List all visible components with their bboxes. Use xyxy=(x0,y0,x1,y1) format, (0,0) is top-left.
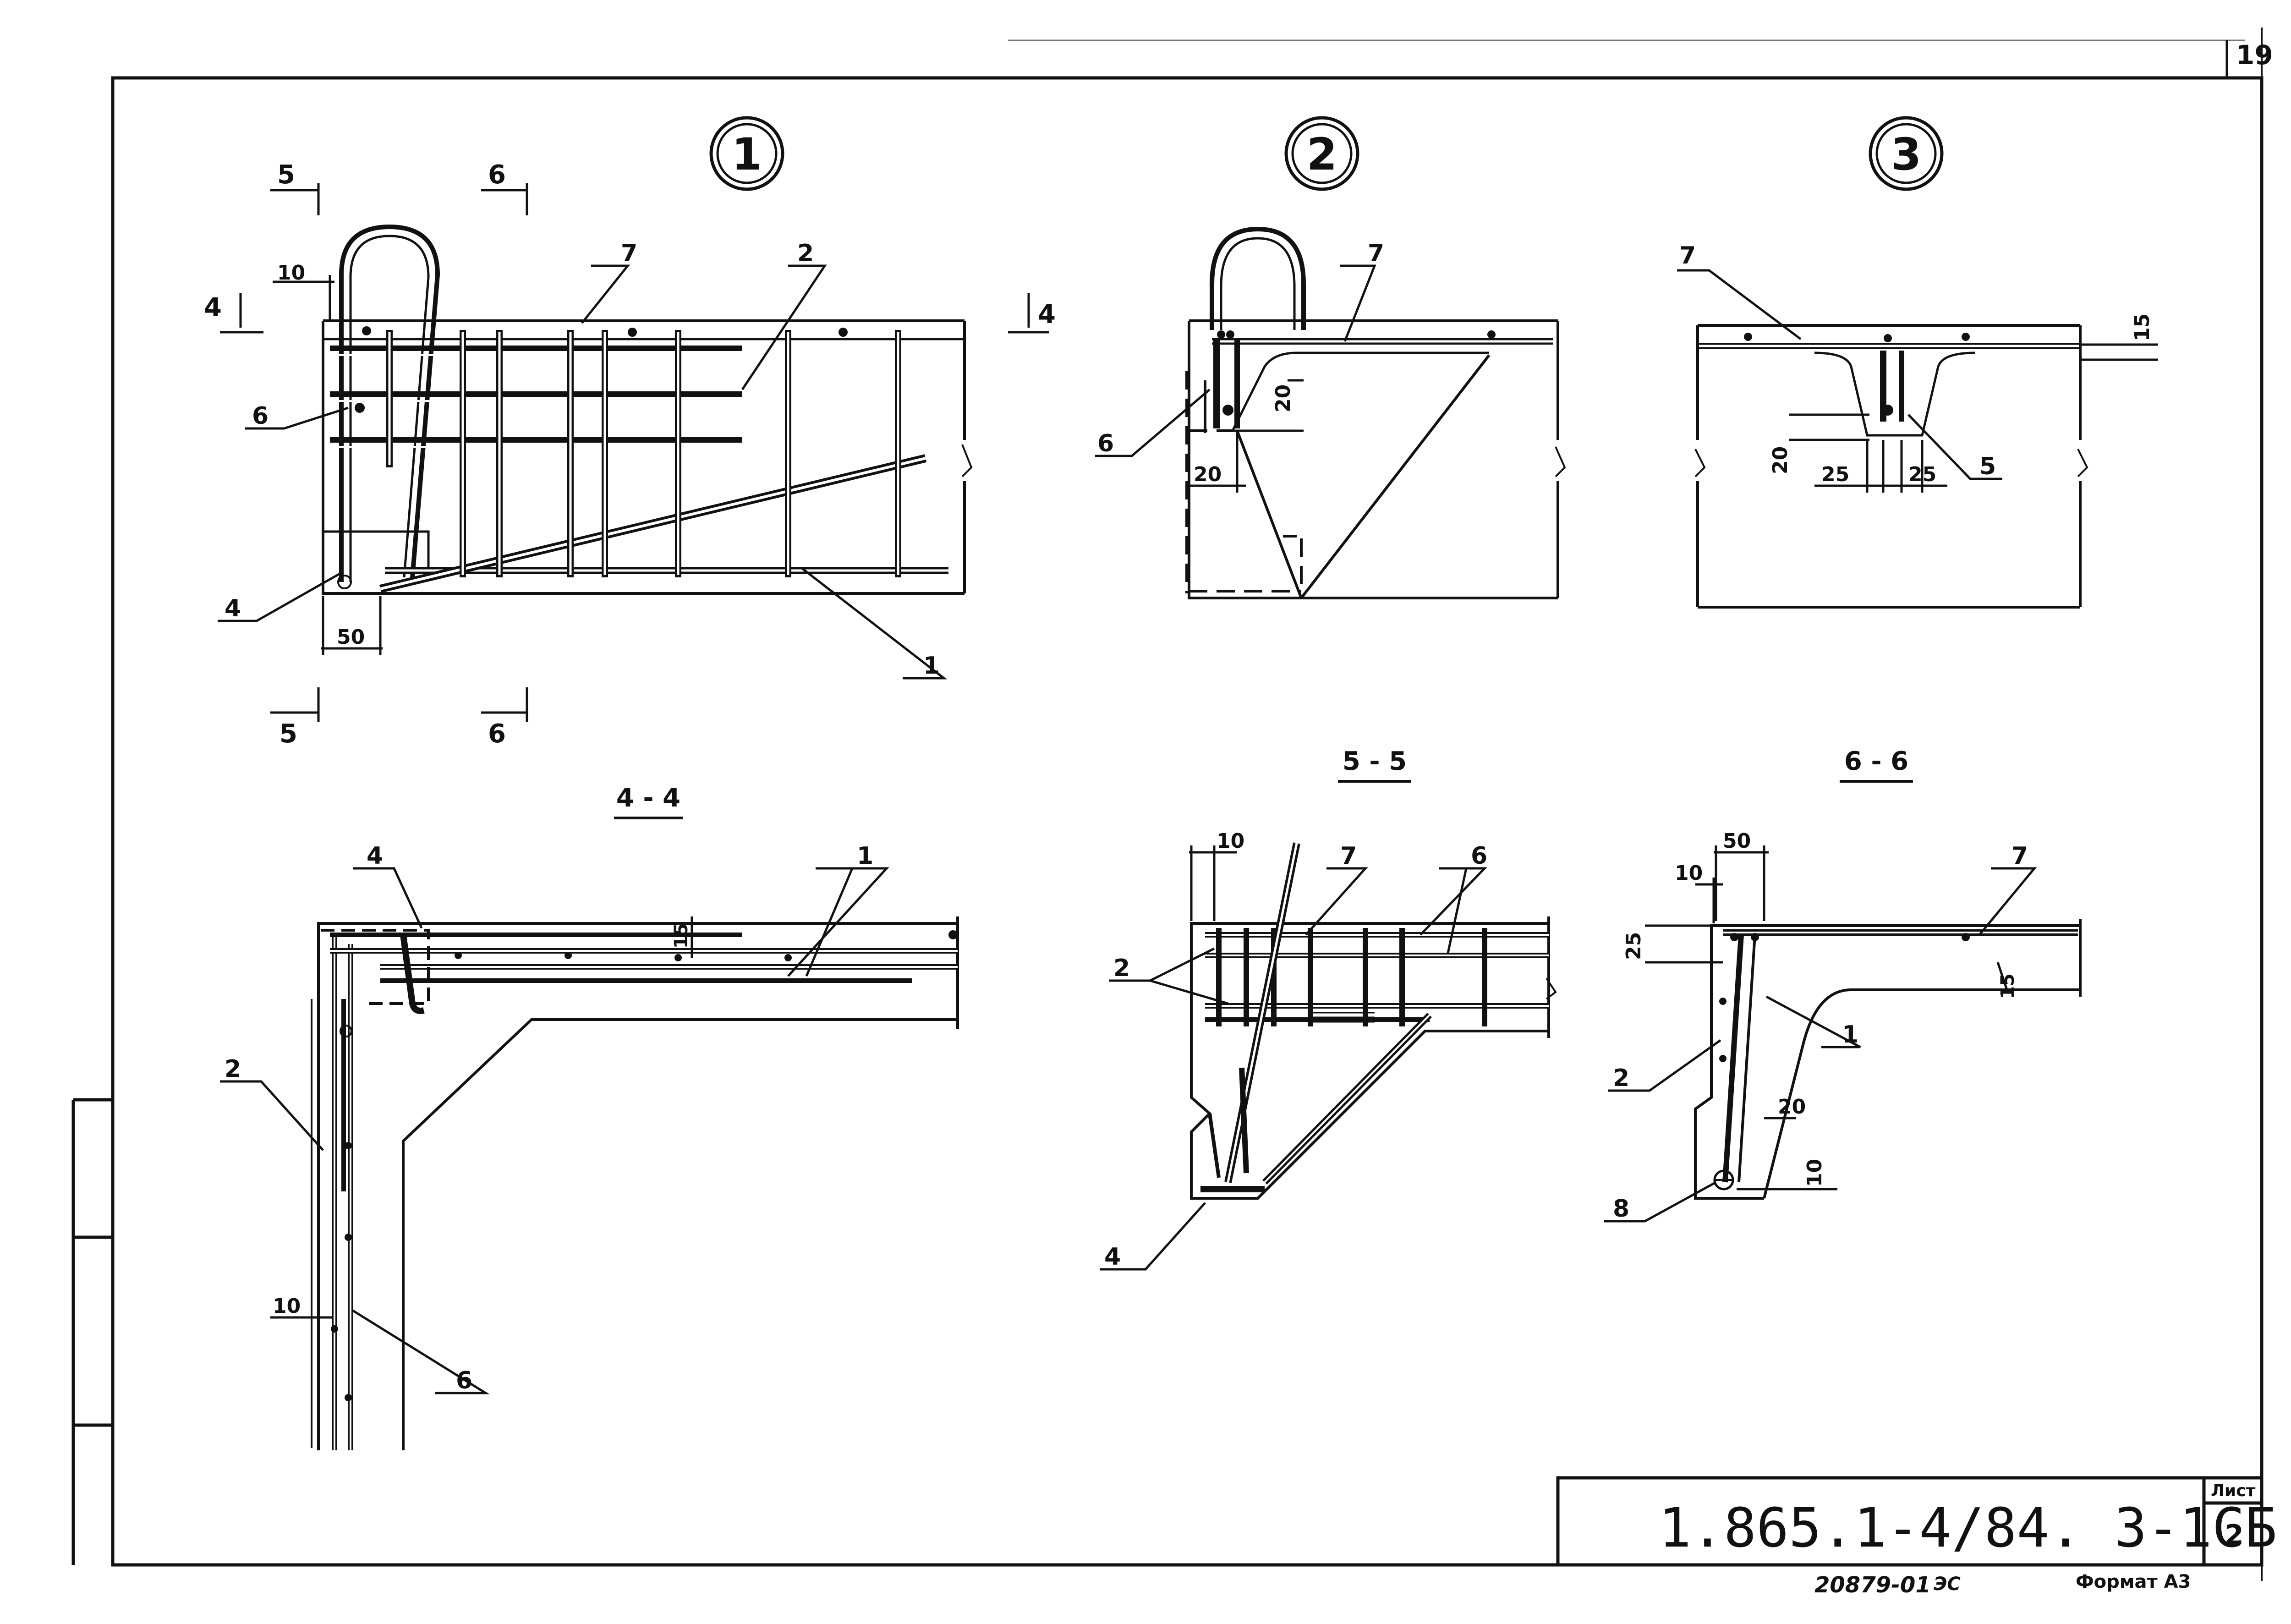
svg-text:20: 20 xyxy=(1194,463,1222,486)
view-3-title: 3 xyxy=(1869,116,1944,191)
view-3-drawing xyxy=(1694,324,2088,609)
view-1-title: 1 xyxy=(709,116,784,191)
svg-text:2: 2 xyxy=(225,1055,241,1083)
initials: ЭС xyxy=(1934,1574,1961,1595)
section-6-6-labels: 50 10 25 7 15 1 2 20 10 8 xyxy=(1613,829,2028,1223)
sheet-label: Лист xyxy=(2211,1481,2255,1500)
format-label: Формат А3 xyxy=(2076,1571,2191,1592)
view-3-labels: 7 15 20 25 25 5 xyxy=(1679,242,2154,486)
view-2-title: 2 xyxy=(1284,116,1359,191)
svg-text:6: 6 xyxy=(456,1367,472,1394)
svg-text:4: 4 xyxy=(204,293,222,323)
svg-text:2: 2 xyxy=(1113,955,1130,982)
svg-text:5 - 5: 5 - 5 xyxy=(1343,746,1407,776)
section-5-5-drawing xyxy=(1190,842,1557,1200)
svg-text:10: 10 xyxy=(1675,861,1703,885)
svg-text:25: 25 xyxy=(1622,932,1645,960)
section-6-6-drawing xyxy=(1694,919,2082,1200)
svg-text:4: 4 xyxy=(1038,300,1056,329)
svg-text:3: 3 xyxy=(1891,129,1922,180)
svg-text:5: 5 xyxy=(1979,453,1996,480)
svg-text:2: 2 xyxy=(1613,1064,1629,1092)
svg-text:20: 20 xyxy=(1272,384,1295,412)
inventory-number: 20879-01 xyxy=(1814,1572,1931,1598)
svg-text:10: 10 xyxy=(1803,1159,1826,1187)
document-code: 1.865.1-4/84. 3-1СБ xyxy=(1659,1496,2277,1559)
svg-text:10: 10 xyxy=(1217,829,1244,853)
title-block xyxy=(1556,1476,2264,1567)
svg-text:8: 8 xyxy=(1613,1195,1629,1223)
page-number: 19 xyxy=(2236,39,2273,71)
svg-text:15: 15 xyxy=(1997,973,2018,999)
section-4-4-annotations xyxy=(220,867,889,1394)
svg-text:6: 6 xyxy=(1097,430,1114,457)
svg-text:25: 25 xyxy=(1908,463,1936,486)
section-6-6-annotations xyxy=(1604,845,2037,1223)
svg-text:10: 10 xyxy=(277,261,305,285)
svg-text:7: 7 xyxy=(2011,842,2028,870)
view-2-annotations xyxy=(1095,264,1376,493)
svg-text:25: 25 xyxy=(1821,463,1849,486)
sheet-frame xyxy=(71,27,2264,1581)
svg-text:50: 50 xyxy=(337,625,365,649)
section-5-5-labels: 10 7 6 2 4 xyxy=(1104,829,1487,1271)
svg-text:4: 4 xyxy=(1104,1243,1121,1271)
svg-text:5: 5 xyxy=(277,160,295,190)
svg-text:6: 6 xyxy=(488,160,506,190)
view-1-drawing xyxy=(322,224,973,595)
svg-text:2: 2 xyxy=(797,240,814,267)
svg-text:15: 15 xyxy=(671,923,692,949)
section-4-4-labels: 4 1 2 10 6 15 xyxy=(225,842,873,1394)
svg-text:1: 1 xyxy=(732,129,762,180)
sheet-number: 2 xyxy=(2225,1519,2244,1551)
section-titles: 4 - 4 5 - 5 6 - 6 xyxy=(614,746,1913,819)
view-2-drawing xyxy=(1185,226,1566,599)
svg-text:10: 10 xyxy=(273,1295,301,1318)
svg-text:2: 2 xyxy=(1307,129,1337,180)
section-4-4-drawing xyxy=(311,916,959,1450)
svg-text:1: 1 xyxy=(1842,1021,1858,1048)
svg-text:50: 50 xyxy=(1723,829,1751,853)
view-1-labels: 5 5 6 6 4 4 10 50 7 2 6 4 1 xyxy=(204,160,1056,749)
svg-text:1: 1 xyxy=(923,652,940,680)
svg-text:20: 20 xyxy=(1769,446,1792,474)
section-5-5-annotations xyxy=(1100,845,1487,1271)
svg-text:20: 20 xyxy=(1778,1095,1806,1119)
svg-text:6 - 6: 6 - 6 xyxy=(1844,746,1908,776)
svg-text:6: 6 xyxy=(488,719,506,749)
svg-text:4: 4 xyxy=(225,595,241,622)
svg-text:5: 5 xyxy=(280,719,297,749)
svg-text:7: 7 xyxy=(1679,242,1696,269)
view-1-annotations xyxy=(218,183,1049,722)
svg-text:15: 15 xyxy=(2131,313,2154,341)
svg-text:6: 6 xyxy=(252,402,269,430)
view-3-annotations xyxy=(1677,269,2158,493)
svg-text:7: 7 xyxy=(1368,240,1384,267)
svg-text:4 - 4: 4 - 4 xyxy=(616,783,680,813)
view-2-labels: 7 6 20 20 xyxy=(1097,240,1384,486)
svg-text:7: 7 xyxy=(1340,842,1357,870)
svg-text:4: 4 xyxy=(367,842,383,870)
svg-text:1: 1 xyxy=(857,842,873,870)
svg-text:7: 7 xyxy=(621,240,637,267)
svg-text:6: 6 xyxy=(1471,842,1487,870)
